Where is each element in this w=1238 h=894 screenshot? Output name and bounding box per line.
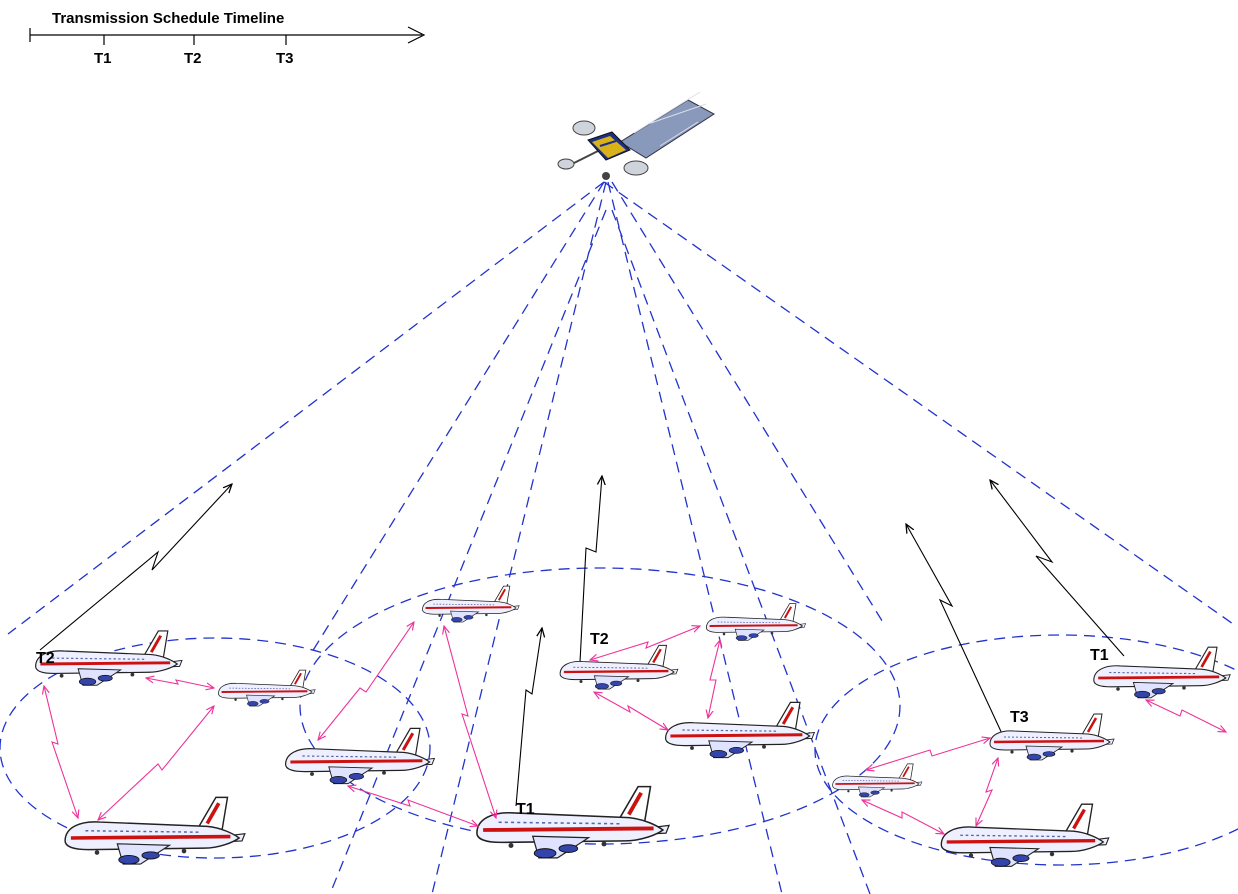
a2a-link bbox=[348, 786, 478, 826]
beam-footprint-center bbox=[299, 567, 901, 845]
uplink-arrow bbox=[990, 480, 1125, 657]
beam-line bbox=[611, 209, 871, 894]
uplink-arrow bbox=[579, 476, 602, 663]
satellite-beams bbox=[0, 181, 1238, 894]
uplink-arrow bbox=[515, 628, 542, 807]
uplinks bbox=[39, 476, 1125, 807]
uplink-arrow bbox=[906, 524, 1005, 739]
a2a-link bbox=[146, 678, 214, 688]
airplane-icon[interactable] bbox=[421, 585, 521, 624]
timeline-label-t1: T1 bbox=[94, 50, 112, 67]
beam-line bbox=[611, 181, 885, 625]
aircraft-label-left-t2: T2 bbox=[36, 650, 55, 667]
airplane-icon[interactable] bbox=[558, 644, 680, 691]
a2a-link bbox=[444, 626, 496, 818]
beam-footprint-left bbox=[0, 637, 431, 859]
airplane-icon[interactable] bbox=[284, 726, 436, 786]
a2a-link bbox=[594, 692, 668, 730]
timeline-label-t2: T2 bbox=[184, 50, 202, 67]
aircraft-label-right-t3: T3 bbox=[1010, 709, 1029, 726]
airplane-icon[interactable] bbox=[939, 802, 1111, 868]
airplane-icon[interactable] bbox=[831, 762, 923, 798]
airplane-icon[interactable] bbox=[1092, 645, 1232, 700]
a2a-link bbox=[98, 706, 214, 820]
aircraft-label-right-t1: T1 bbox=[1090, 647, 1109, 664]
a2a-link bbox=[866, 738, 990, 770]
aircraft-label-center-t1: T1 bbox=[516, 801, 535, 818]
aircraft-slot-labels: T2 T2 T1 T3 T1 bbox=[36, 631, 1109, 818]
beam-line bbox=[603, 181, 1237, 627]
beam-footprint-right bbox=[814, 634, 1238, 866]
timeline-label-t3: T3 bbox=[276, 50, 294, 67]
airplane-icon[interactable] bbox=[705, 602, 807, 642]
airplane-icon[interactable] bbox=[474, 784, 672, 860]
airplane-icon[interactable] bbox=[63, 795, 247, 866]
airplane-icon[interactable] bbox=[664, 700, 816, 760]
a2a-link bbox=[862, 800, 944, 834]
timeline-arrowhead bbox=[407, 26, 426, 44]
beam-line bbox=[7, 181, 605, 635]
air-to-air-links bbox=[44, 622, 1226, 834]
aircraft-fleet bbox=[34, 585, 1232, 868]
airplane-icon[interactable] bbox=[217, 669, 317, 708]
beam-line bbox=[329, 209, 607, 894]
a2a-link bbox=[708, 640, 720, 718]
transmission-timeline: Transmission Schedule Timeline T1 T2 T3 bbox=[29, 10, 426, 67]
beam-line bbox=[431, 181, 607, 894]
aircraft-label-center-t2: T2 bbox=[590, 631, 609, 648]
uplink-arrow bbox=[39, 484, 232, 651]
a2a-link bbox=[976, 758, 998, 826]
satellite-icon bbox=[557, 91, 715, 180]
a2a-link bbox=[590, 626, 700, 660]
airplane-icon[interactable] bbox=[34, 629, 184, 687]
a2a-link bbox=[1146, 700, 1226, 732]
airplane-icon[interactable] bbox=[988, 712, 1116, 762]
beam-line bbox=[607, 181, 783, 894]
beam-line bbox=[311, 181, 605, 653]
timeline-title: Transmission Schedule Timeline bbox=[52, 10, 284, 27]
a2a-link bbox=[44, 686, 78, 818]
a2a-link bbox=[318, 622, 414, 740]
